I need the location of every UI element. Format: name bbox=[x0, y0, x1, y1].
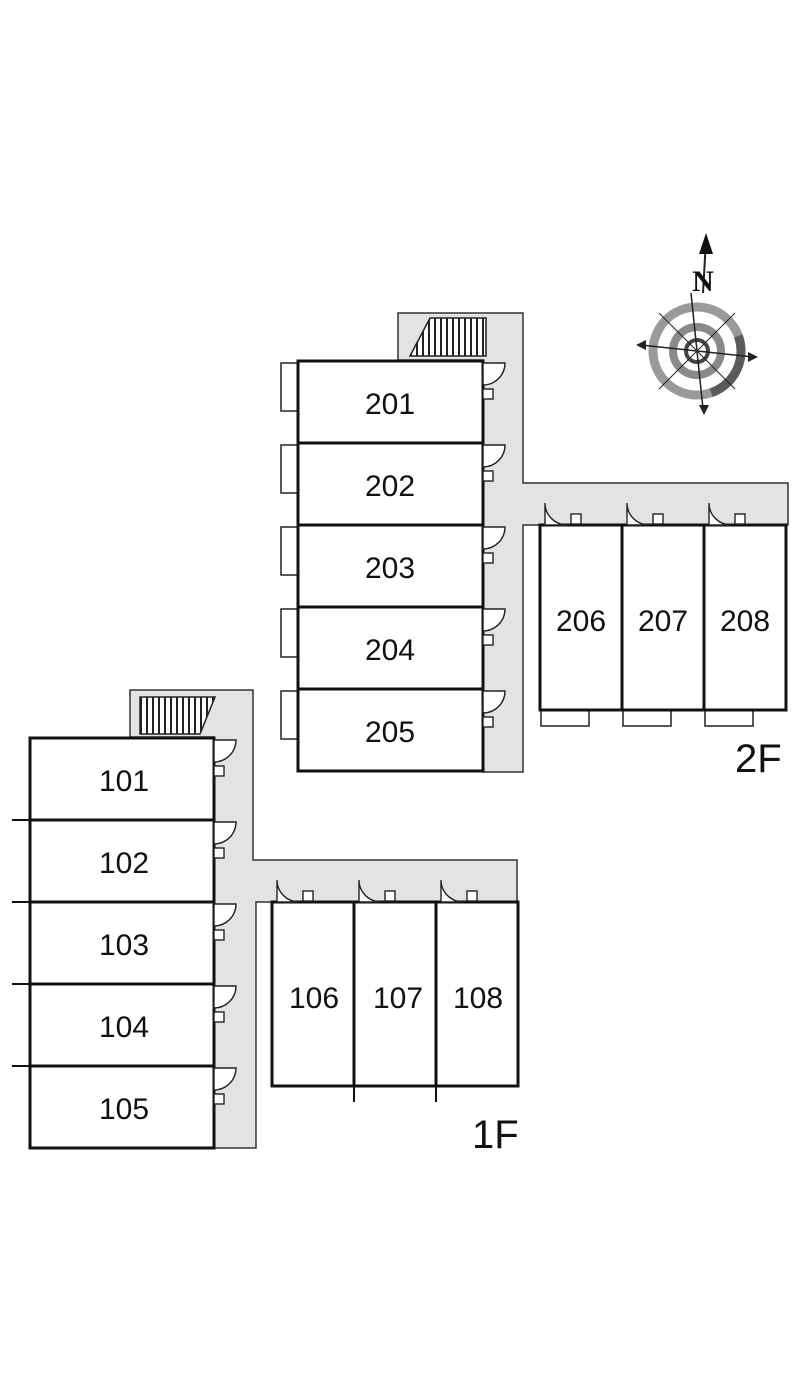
unit-label: 108 bbox=[453, 982, 503, 1015]
door-icon bbox=[440, 879, 478, 903]
unit-206[interactable] bbox=[538, 523, 624, 712]
unit-label: 204 bbox=[365, 634, 415, 667]
door-icon bbox=[482, 690, 506, 728]
unit-103[interactable] bbox=[28, 900, 216, 986]
unit-108[interactable] bbox=[434, 900, 520, 1088]
door-icon bbox=[544, 502, 582, 526]
door-icon bbox=[626, 502, 664, 526]
west-wall-ticks bbox=[12, 819, 30, 1067]
unit-203[interactable] bbox=[296, 523, 485, 609]
door-icon bbox=[482, 526, 506, 564]
unit-label: 102 bbox=[99, 847, 149, 880]
door-icon bbox=[213, 821, 237, 859]
unit-208[interactable] bbox=[702, 523, 788, 712]
unit-102[interactable] bbox=[28, 818, 216, 904]
unit-label: 201 bbox=[365, 388, 415, 421]
north-arrow-icon bbox=[699, 233, 713, 294]
unit-label: 205 bbox=[365, 716, 415, 749]
unit-label: 207 bbox=[638, 605, 688, 638]
door-icon bbox=[358, 879, 396, 903]
door-icon bbox=[213, 985, 237, 1023]
door-icon bbox=[708, 502, 746, 526]
unit-label: 202 bbox=[365, 470, 415, 503]
first-floor: 101 102 103 104 105 106 107 108 1F bbox=[12, 689, 520, 1157]
unit-107[interactable] bbox=[352, 900, 438, 1088]
unit-label: 105 bbox=[99, 1093, 149, 1126]
door-icon bbox=[213, 739, 237, 777]
door-icon bbox=[482, 608, 506, 646]
door-icon bbox=[482, 362, 506, 400]
balconies-2f-west bbox=[280, 362, 299, 740]
north-label: N bbox=[692, 265, 714, 298]
staircase-2f bbox=[408, 317, 487, 357]
unit-105[interactable] bbox=[28, 1064, 216, 1150]
door-icon bbox=[482, 444, 506, 482]
south-wall-ticks bbox=[353, 1086, 437, 1102]
unit-label: 101 bbox=[99, 765, 149, 798]
unit-207[interactable] bbox=[620, 523, 706, 712]
staircase-1f bbox=[139, 696, 217, 735]
unit-106[interactable] bbox=[270, 900, 356, 1088]
unit-201[interactable] bbox=[296, 359, 485, 445]
unit-label: 107 bbox=[373, 982, 423, 1015]
door-icon bbox=[276, 879, 314, 903]
floor-label-1f: 1F bbox=[472, 1113, 519, 1157]
unit-label: 208 bbox=[720, 605, 770, 638]
door-icon bbox=[213, 903, 237, 941]
balconies-2f-south bbox=[540, 709, 754, 727]
unit-label: 203 bbox=[365, 552, 415, 585]
unit-label: 103 bbox=[99, 929, 149, 962]
unit-label: 106 bbox=[289, 982, 339, 1015]
second-floor: 201 202 203 204 205 206 207 208 2F bbox=[280, 312, 789, 781]
floor-label-2f: 2F bbox=[735, 737, 782, 781]
unit-label: 206 bbox=[556, 605, 606, 638]
unit-205[interactable] bbox=[296, 687, 485, 773]
compass-icon bbox=[636, 292, 758, 415]
unit-label: 104 bbox=[99, 1011, 149, 1044]
unit-101[interactable] bbox=[28, 736, 216, 822]
door-icon bbox=[213, 1067, 237, 1105]
